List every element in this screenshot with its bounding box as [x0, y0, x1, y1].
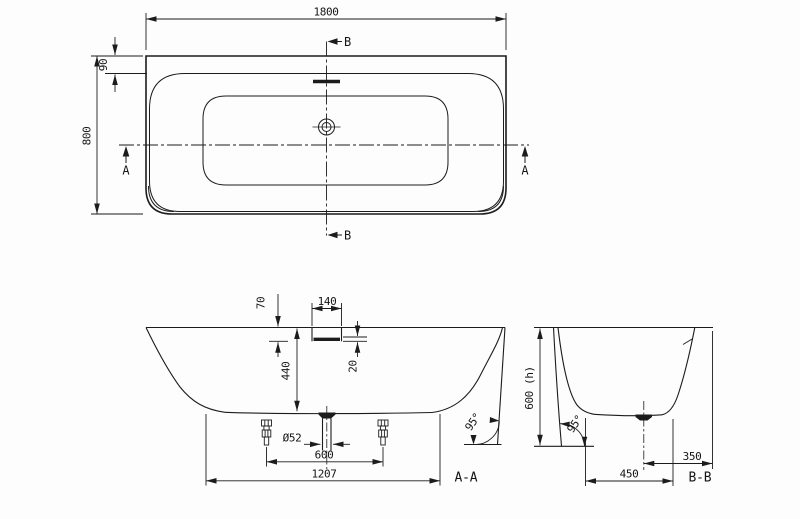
dim-base-length-1207: 1207: [205, 414, 441, 486]
aa-drain: [318, 406, 336, 469]
dim-overflow-slot-20: 20: [343, 321, 367, 373]
dim-base-length-value: 1207: [312, 468, 337, 481]
adjustable-foot-left: [261, 419, 272, 446]
section-a-label-right: A: [521, 164, 529, 178]
section-a-label-left: A: [122, 164, 130, 178]
section-b-label-bottom: B: [344, 229, 351, 243]
dim-length-1800: 1800: [145, 6, 507, 50]
dim-width-800: 800: [81, 55, 143, 215]
section-b-label-top: B: [344, 35, 351, 49]
dim-width-value: 800: [81, 127, 94, 146]
tub-corner-edge-right: [477, 185, 504, 212]
section-marker-a-left: A: [122, 146, 130, 178]
section-aa-title: A-A: [455, 471, 478, 486]
dim-base-width-450: 450: [585, 418, 674, 486]
dim-drain-value: Ø52: [283, 432, 302, 445]
tub-inner-rim: [149, 73, 504, 212]
aa-overflow: [311, 327, 343, 342]
bb-wall-angle: 95°: [560, 413, 588, 447]
bb-left-outer-wall: [552, 327, 563, 447]
top-view: B B A A 1800: [81, 6, 530, 243]
section-bb-view: 95° 600 (h) 450 350 B-B: [523, 326, 713, 486]
dim-base-width-value: 450: [620, 468, 639, 481]
dim-overflow-drop-70: 70: [255, 294, 288, 357]
dim-depth-value: 440: [280, 362, 293, 381]
dim-overflow-slot-value: 20: [347, 360, 360, 372]
bb-wall-angle-value: 95°: [564, 413, 585, 436]
dim-length-value: 1800: [314, 6, 339, 19]
tub-basin: [202, 95, 449, 186]
dim-drain-offset-value: 350: [683, 450, 702, 463]
section-bb-title: B-B: [689, 471, 712, 486]
dim-overflow-width-value: 140: [318, 295, 337, 308]
dim-depth-440: 440: [280, 328, 300, 412]
adjustable-foot-right: [377, 419, 389, 446]
tub-corner-edge-left: [148, 185, 175, 212]
dim-overflow-width-140: 140: [311, 295, 342, 326]
dim-height-600h: 600 (h): [523, 328, 543, 446]
aa-wall-angle-value: 95°: [462, 411, 483, 434]
dim-drain-52: Ø52: [283, 432, 350, 448]
bb-left-inner-wall: [557, 327, 595, 415]
section-marker-b-bottom: B: [327, 229, 351, 243]
dim-height-value: 600 (h): [523, 366, 536, 410]
section-aa-view: 95° 140 70 20: [145, 294, 506, 486]
bb-drain: [635, 401, 652, 470]
dim-rim-90: 90: [97, 37, 147, 92]
dim-feet-spacing-value: 600: [315, 449, 334, 462]
aa-right-inner-wall: [431, 327, 504, 414]
bb-bottom: [593, 413, 663, 417]
dim-overflow-drop-value: 70: [255, 297, 268, 309]
aa-wall-angle: 95°: [462, 411, 500, 445]
aa-left-wall: [145, 327, 226, 413]
dim-drain-offset-350: 350: [643, 331, 713, 469]
dim-feet-spacing-600: 600: [266, 447, 384, 467]
section-marker-a-right: A: [521, 146, 529, 178]
dim-rim-value: 90: [97, 59, 110, 71]
bb-overflow-tick: [682, 338, 693, 345]
bb-right-wall: [661, 327, 696, 416]
section-marker-b-top: B: [327, 35, 351, 49]
tub-outer-outline: [145, 55, 507, 215]
